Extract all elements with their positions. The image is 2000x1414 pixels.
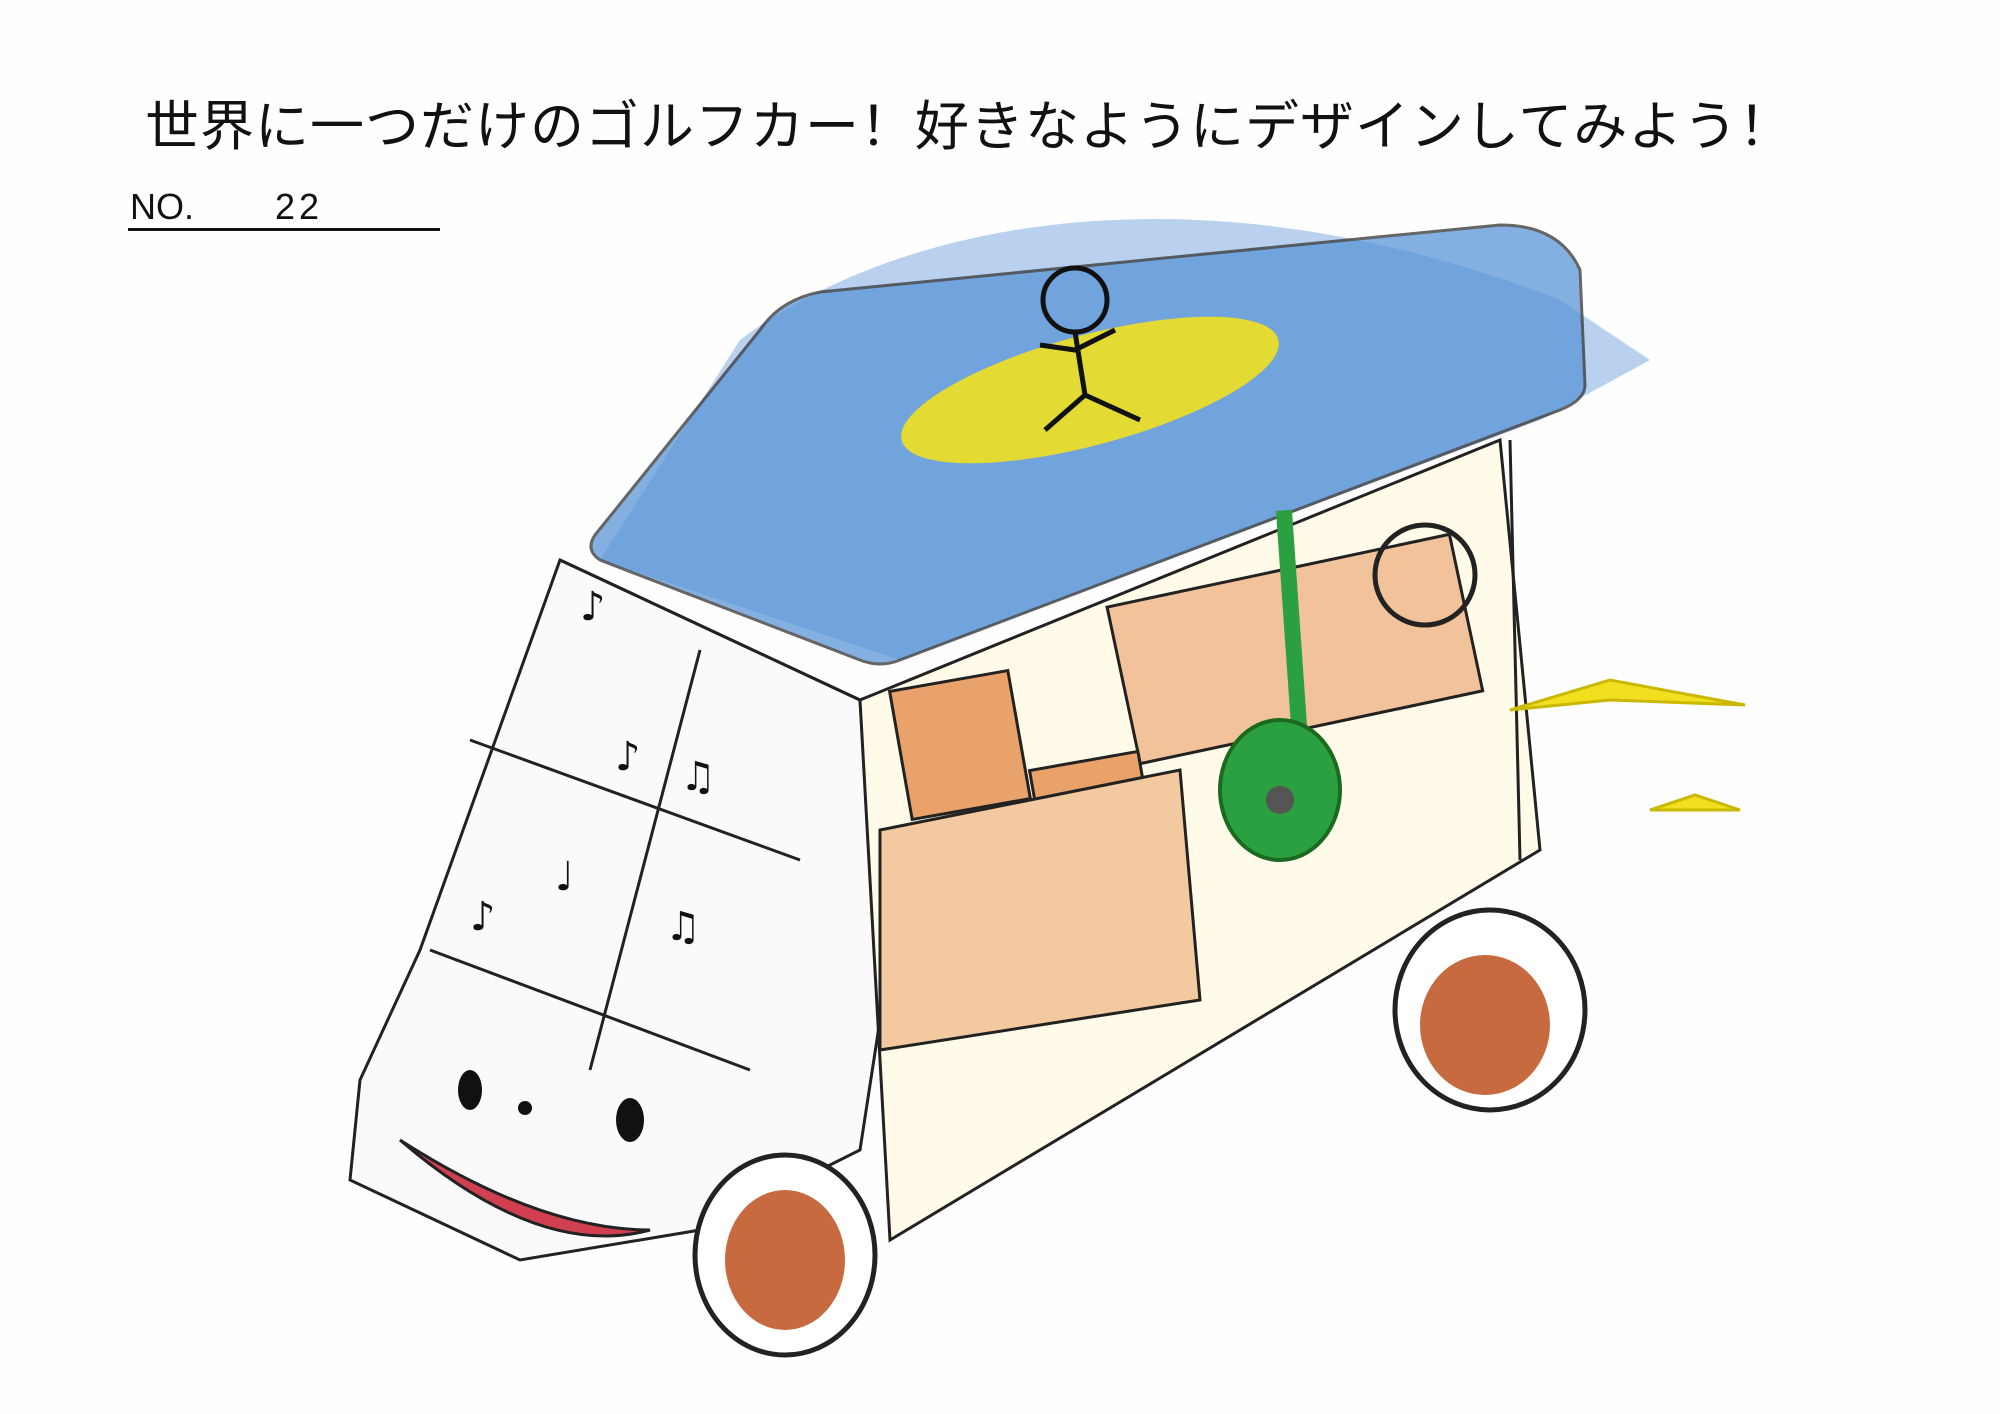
svg-text:♩: ♩ [555, 854, 574, 900]
number-label: NO. [130, 186, 195, 227]
music-notes: ♪ ♪ ♫ ♩ ♪ ♫ [470, 584, 716, 950]
svg-text:♫: ♫ [665, 904, 701, 950]
surfboard [901, 316, 1279, 464]
drum [1372, 522, 1478, 628]
number-underline [128, 228, 440, 231]
number-value: 22 [275, 186, 324, 227]
svg-text:♪: ♪ [470, 894, 496, 940]
cart-body [348, 437, 1542, 1262]
svg-text:♪: ♪ [615, 734, 641, 780]
cart-face [399, 1070, 651, 1238]
wheels [692, 907, 1588, 1358]
svg-text:♫: ♫ [680, 754, 716, 800]
guitar [1218, 509, 1342, 862]
cymbals [1509, 678, 1746, 812]
worksheet-title: 世界に一つだけのゴルフカー！好きなようにデザインしてみよう！ [145, 95, 1794, 158]
svg-text:♪: ♪ [580, 584, 606, 630]
stick-figure [1039, 265, 1142, 432]
